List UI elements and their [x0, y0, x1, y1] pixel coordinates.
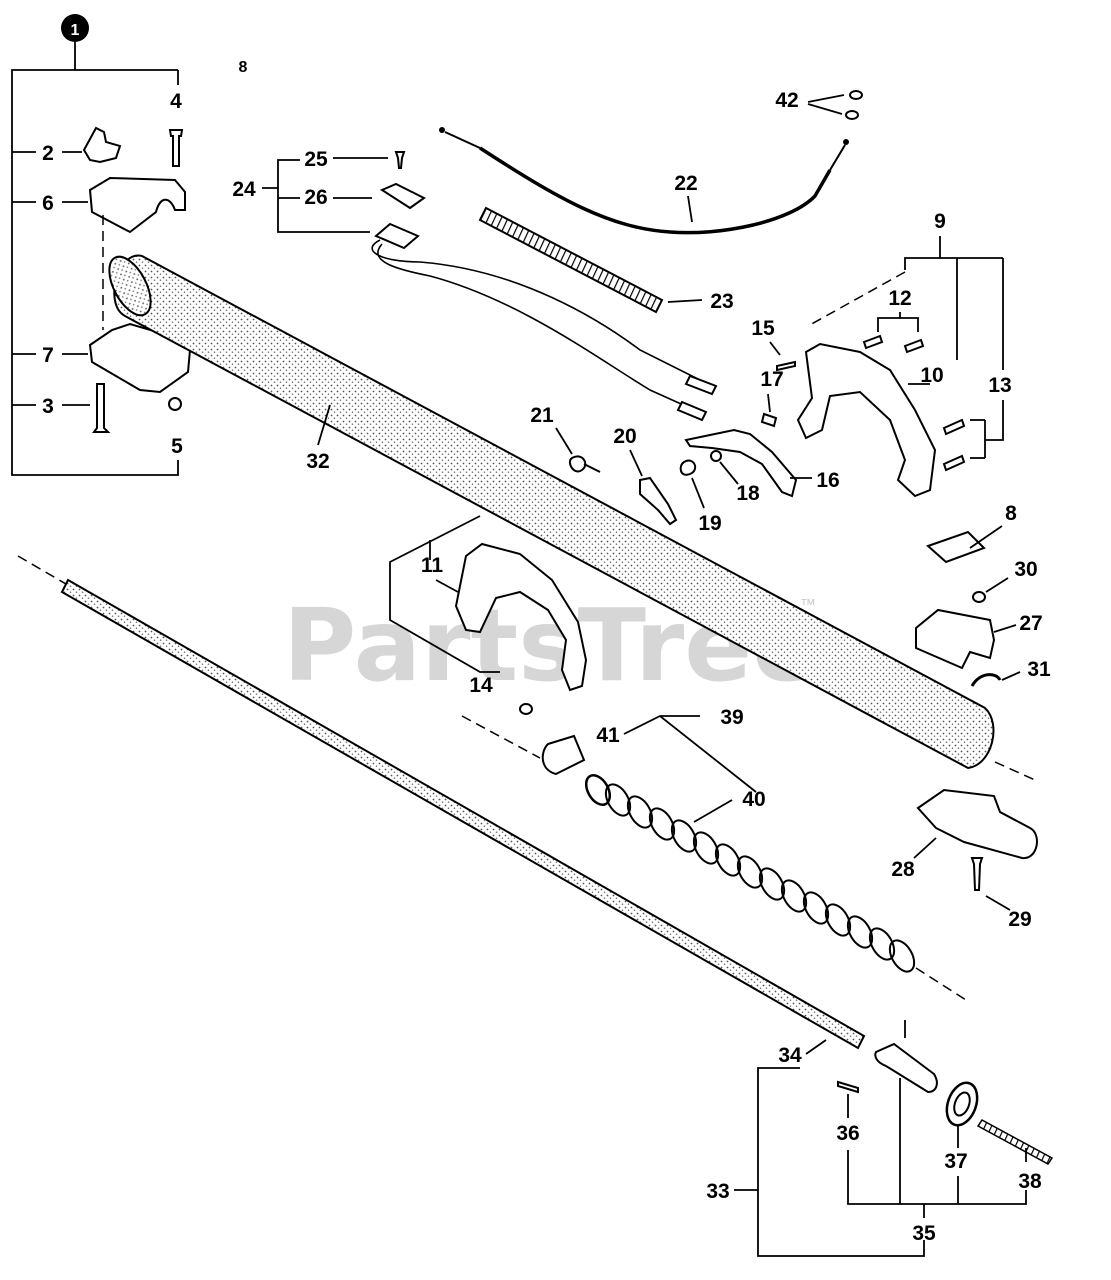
- callout-38: 38: [1018, 1170, 1042, 1193]
- callout-29: 29: [1008, 908, 1031, 931]
- callout-40: 40: [742, 788, 765, 811]
- watermark-trademark: ™: [800, 597, 816, 614]
- part-13-screw-b: [942, 454, 966, 472]
- part-31-clip: [970, 673, 1002, 687]
- assembly-marker-badge: [61, 14, 89, 42]
- callout-32: 32: [306, 450, 329, 473]
- part-38-threaded-rod: [976, 1119, 1054, 1165]
- part-42-nut-b: [845, 110, 859, 120]
- part-15-pin: [776, 360, 796, 372]
- callout-3: 3: [42, 395, 54, 418]
- part-26-clip: [379, 182, 426, 210]
- callout-34: 34: [778, 1044, 802, 1067]
- callout-17: 17: [760, 368, 783, 391]
- part-24-switch-wires: [371, 222, 718, 422]
- callout-41: 41: [596, 724, 620, 747]
- part-41-bushing: [541, 734, 586, 776]
- part-12-screw-b: [903, 338, 925, 354]
- callout-33: 33: [706, 1180, 729, 1203]
- part-28-gear-housing: [916, 788, 1038, 860]
- part-35-shaft-end: [874, 1042, 938, 1094]
- part-36-key-pin: [837, 1080, 859, 1094]
- callout-10: 10: [920, 364, 943, 387]
- callout-8: 8: [1005, 502, 1017, 525]
- callout-21: 21: [530, 404, 554, 427]
- part-18-washer: [710, 450, 722, 462]
- part-16-trigger: [684, 428, 798, 498]
- callout-7: 7: [42, 344, 54, 367]
- callout-4: 4: [170, 90, 182, 113]
- part-27-clamp: [915, 608, 996, 670]
- part-14-nut: [519, 703, 533, 715]
- callout-25: 25: [304, 148, 328, 171]
- stray-label-8: 8: [239, 59, 248, 76]
- part-11-handle-lower: [454, 542, 588, 692]
- callout-36: 36: [836, 1122, 859, 1145]
- callout-23: 23: [710, 290, 733, 313]
- callout-12: 12: [888, 287, 911, 310]
- part-25-screw: [394, 151, 406, 169]
- part-22-throttle-cable: [439, 127, 849, 235]
- callout-30: 30: [1014, 558, 1037, 581]
- part-20-lever: [639, 476, 678, 526]
- callout-11: 11: [421, 554, 444, 577]
- callout-2: 2: [42, 142, 54, 165]
- part-3-bolt: [92, 383, 111, 433]
- part-30-nut: [972, 591, 986, 603]
- part-19-spring: [679, 459, 697, 476]
- part-23-coil: [478, 206, 664, 314]
- assembly-1-group: 1 8 2 4 6 7 3 5: [11, 14, 248, 476]
- part-42-nut-a: [849, 90, 863, 100]
- part-4-screw: [168, 129, 184, 167]
- callout-14: 14: [469, 674, 493, 697]
- callout-22: 22: [674, 172, 697, 195]
- callout-5: 5: [171, 435, 183, 458]
- part-17-pin: [760, 412, 778, 428]
- callout-16: 16: [816, 469, 839, 492]
- part-7-clamp-lower: [88, 322, 192, 394]
- assembly-marker-number: 1: [71, 22, 80, 39]
- part-13-screw-a: [942, 418, 966, 436]
- callout-9: 9: [934, 210, 946, 233]
- callout-19: 19: [698, 512, 721, 535]
- callout-31: 31: [1027, 658, 1051, 681]
- callout-28: 28: [891, 858, 915, 881]
- part-12-screw-a: [862, 334, 884, 350]
- callout-6: 6: [42, 192, 54, 215]
- callout-26: 26: [304, 186, 327, 209]
- callout-37: 37: [944, 1150, 967, 1173]
- callout-35: 35: [912, 1222, 936, 1245]
- callout-39: 39: [720, 706, 743, 729]
- part-34-drive-shaft: [60, 578, 866, 1050]
- callout-13: 13: [988, 374, 1011, 397]
- callout-18: 18: [736, 482, 760, 505]
- part-2-knob: [82, 126, 122, 164]
- part-29-screw: [970, 857, 984, 891]
- callout-24: 24: [232, 178, 256, 201]
- callout-15: 15: [751, 317, 775, 340]
- part-32-shaft-tube: [108, 254, 1036, 781]
- part-37-seal: [945, 1081, 979, 1127]
- part-6-clamp-upper: [88, 176, 186, 234]
- callout-20: 20: [613, 425, 636, 448]
- part-5-nut: [168, 397, 182, 411]
- callout-42: 42: [775, 89, 798, 112]
- part-10-handle: [796, 342, 937, 498]
- part-40-spring: [584, 774, 916, 973]
- part-21-spring: [568, 455, 601, 473]
- callout-27: 27: [1019, 612, 1042, 635]
- part-8-label: [926, 530, 986, 564]
